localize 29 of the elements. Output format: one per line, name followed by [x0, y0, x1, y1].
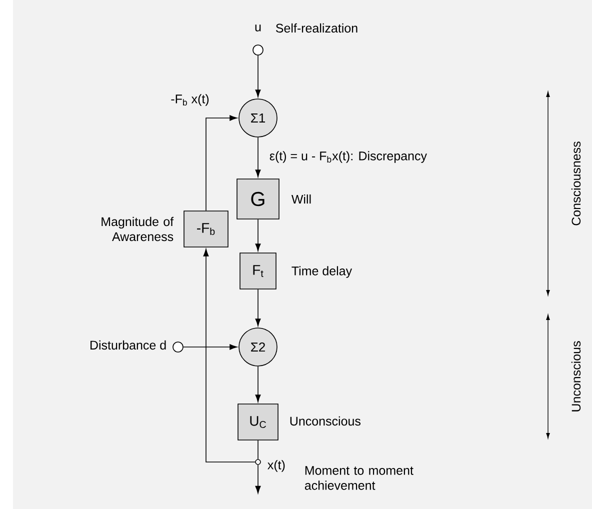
- arrow: [203, 248, 256, 462]
- block-box: G: [236, 178, 280, 220]
- node-caption: Moment to moment achievement: [304, 466, 414, 490]
- node-caption: x(t): [268, 460, 285, 472]
- summing-junction: Σ2: [238, 328, 278, 366]
- range-label: Consciousness: [571, 142, 581, 226]
- arrow: [255, 219, 261, 252]
- block-box: -F$_{b}$: [184, 210, 228, 248]
- node-caption: Will: [291, 194, 311, 204]
- node-caption: Self-realization: [276, 23, 358, 33]
- node-caption: u: [255, 24, 261, 32]
- block-box: U$_{C}$: [238, 404, 278, 440]
- range-label: Unconscious: [571, 341, 581, 412]
- node-caption: Time delay: [292, 266, 352, 278]
- arrow: [255, 55, 261, 98]
- arrow: [255, 137, 261, 178]
- arrow: [183, 344, 238, 350]
- branch-point: [255, 459, 261, 465]
- summing-junction: Σ1: [238, 98, 278, 138]
- edge-label: ε(t) = u - F$_{b}$x(t): Discrepancy: [270, 151, 427, 163]
- node-caption: Unconscious: [290, 416, 360, 426]
- edge-label: -F$_{b}$ x(t): [171, 94, 209, 106]
- arrow: [255, 289, 261, 326]
- arrow: [206, 115, 238, 211]
- node-caption: Disturbance d: [90, 340, 166, 350]
- arrow: [255, 366, 261, 402]
- arrow: [255, 464, 261, 494]
- block-box: F$_{t}$: [240, 252, 276, 290]
- node-caption: Magnitude of Awareness: [102, 216, 174, 242]
